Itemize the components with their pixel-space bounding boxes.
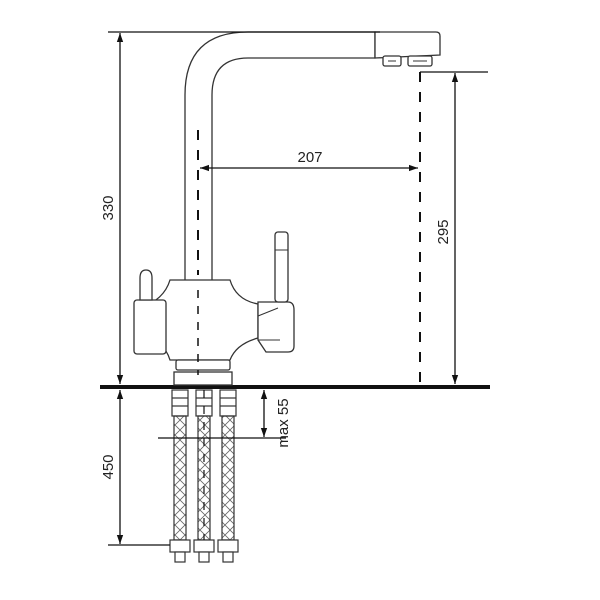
countertop-line	[100, 385, 490, 389]
max55-label: max 55	[275, 398, 292, 447]
base-plate	[173, 371, 233, 386]
supply-hoses	[169, 389, 239, 563]
clearance-295-label: 295	[435, 219, 452, 244]
right-handle-block	[257, 301, 295, 353]
left-lever	[139, 269, 153, 301]
reach-207-label: 207	[297, 149, 322, 166]
hose-right	[221, 415, 235, 541]
hose-left	[173, 415, 187, 541]
hose-right-fitting	[219, 389, 237, 417]
left-handle-block	[133, 299, 167, 355]
spout-head	[374, 31, 441, 59]
hose-left-nut	[169, 539, 191, 553]
hose-450-label: 450	[100, 454, 117, 479]
hose-middle-nut	[193, 539, 215, 553]
right-lever	[274, 231, 289, 303]
height-330-label: 330	[100, 195, 117, 220]
hose-right-nut	[217, 539, 239, 553]
base-ring	[175, 359, 231, 371]
hose-left-fitting	[171, 389, 189, 417]
faucet-body	[133, 31, 441, 386]
